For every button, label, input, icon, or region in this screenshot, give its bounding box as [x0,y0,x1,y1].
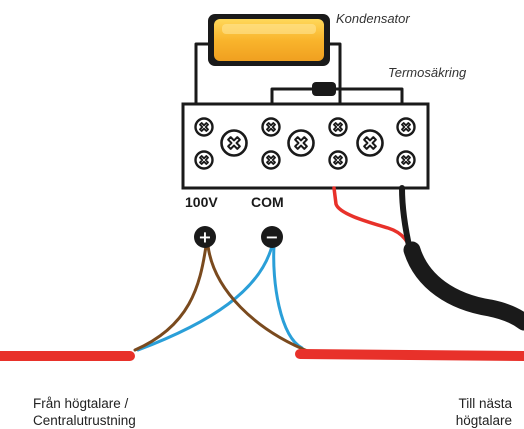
source-caption-line2: Centralutrustning [33,413,136,428]
minus-symbol: − [265,228,278,247]
destination-caption-line1: Till nästa [458,396,512,411]
plus-terminal-marker: + [194,226,216,248]
minus-terminal-marker: − [261,226,283,248]
terminal-com-label: COM [251,194,284,210]
capacitor-label: Kondensator [336,11,410,26]
outgoing-cable [332,185,524,331]
destination-caption-line2: högtalare [455,413,512,428]
source-caption: Från högtalare / Centralutrustning [33,395,136,429]
terminal-100v-label: 100V [185,194,218,210]
source-caption-line1: Från högtalare / [33,396,129,411]
thermal-fuse-label: Termosäkring [388,65,467,80]
capacitor [208,14,330,66]
plus-symbol: + [198,228,211,247]
signal-wires [0,244,524,361]
capacitor-leads [194,42,342,104]
destination-caption: Till nästa högtalare [456,395,512,429]
terminal-block [181,102,430,190]
thermal-fuse [270,82,404,104]
